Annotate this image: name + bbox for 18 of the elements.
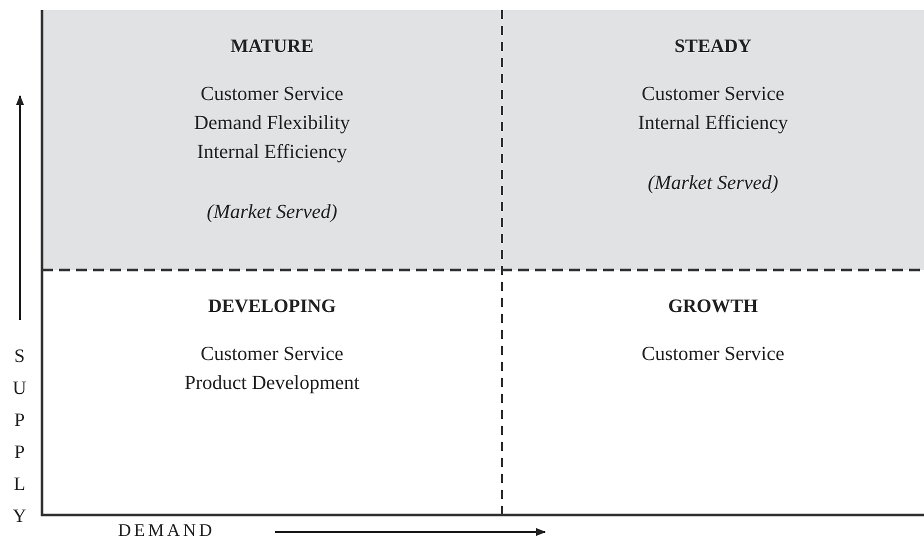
priority-item: Customer Service bbox=[642, 342, 784, 367]
quadrant-heading: STEADY bbox=[674, 36, 752, 58]
priority-item: Customer Service bbox=[200, 82, 344, 107]
market-note: (Market Served) bbox=[648, 171, 778, 196]
priority-item: Customer Service bbox=[200, 342, 344, 367]
quadrant-heading: GROWTH bbox=[668, 296, 758, 318]
market-note: (Market Served) bbox=[206, 200, 338, 225]
priority-item: Customer Service bbox=[642, 82, 784, 107]
priority-item: Product Development bbox=[184, 371, 360, 396]
quadrant-panel bbox=[42, 10, 502, 270]
priority-item: Internal Efficiency bbox=[638, 111, 788, 136]
quadrant-panel bbox=[502, 10, 924, 270]
quadrant-heading: DEVELOPING bbox=[208, 296, 336, 318]
axis-label: SUPPLY bbox=[12, 345, 28, 529]
priority-item: Internal Efficiency bbox=[196, 140, 348, 165]
priority-item: Demand Flexibility bbox=[194, 111, 350, 136]
quadrant-heading: MATURE bbox=[230, 36, 314, 58]
axis-label: DEMAND bbox=[118, 520, 215, 541]
